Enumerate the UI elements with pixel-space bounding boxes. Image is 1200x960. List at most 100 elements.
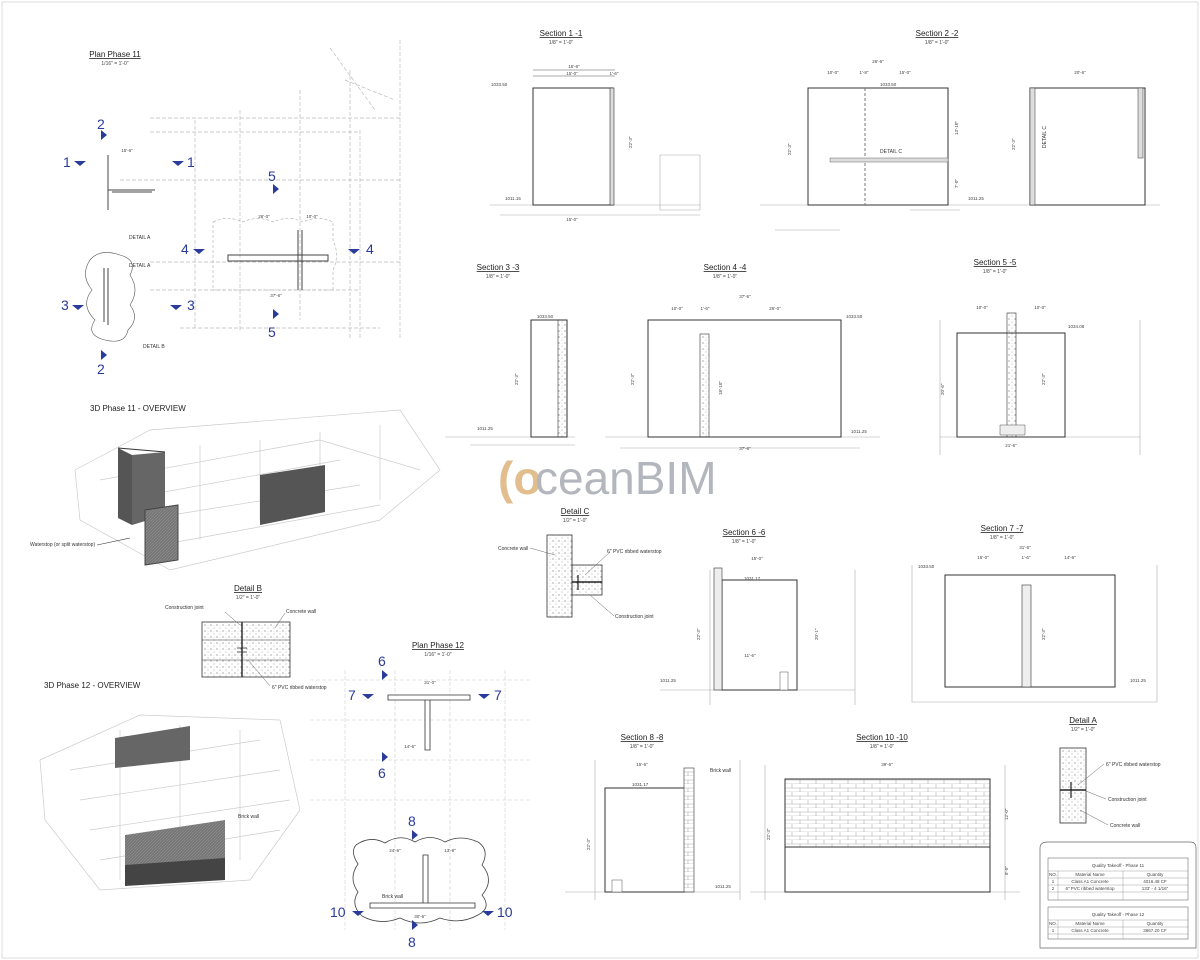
s5-dim: 10'-0" (1034, 305, 1046, 310)
s6-dim: 15'-0" (751, 556, 763, 561)
s7-dim: 14'-6" (1064, 555, 1076, 560)
s10-scale: 1/8" = 1'-0" (870, 744, 895, 750)
section-tag-7[interactable]: 7 (348, 687, 356, 703)
s2-detail-c: DETAIL C (880, 149, 902, 155)
plan12-dim: 14'-6" (404, 744, 416, 749)
section-10-10: Section 10 -10 1/8" = 1'-0" 39'-6" 22'-3… (750, 733, 1020, 900)
section-tag-10[interactable]: 10 (330, 904, 346, 920)
s4-scale: 1/8" = 1'-0" (713, 274, 738, 280)
s1-title: Section 1 -1 (540, 29, 583, 38)
detail-b: Detail B 1/2" = 1'-0" Construction joint… (165, 584, 327, 691)
plan11-dim: 15'-6" (121, 148, 133, 153)
section-tag-4[interactable]: 4 (366, 241, 374, 257)
s6-elev: 1011.25 (660, 678, 676, 683)
takeoff11-cell: 2 (1052, 886, 1055, 891)
section-tag-8[interactable]: 8 (408, 813, 416, 829)
section-tag-3[interactable]: 3 (187, 297, 195, 313)
s7-dim: 1'-6" (1022, 555, 1031, 560)
s2-dim: 22'-3" (787, 143, 792, 155)
takeoff-table-11: Quality Takeoff - Phase 11 NO. Material … (1047, 857, 1189, 901)
detailC-waterstop-callout: 6" PVC ribbed waterstop (607, 549, 662, 555)
s6-title: Section 6 -6 (723, 528, 766, 537)
plan11-section-tags: 1 1 2 2 3 3 4 4 5 5 (61, 116, 374, 377)
section-tag-7[interactable]: 7 (494, 687, 502, 703)
takeoff11-header: NO. (1049, 872, 1057, 877)
s5-dim: 20'-6" (940, 383, 945, 395)
section-tag-10[interactable]: 10 (497, 904, 513, 920)
section-tag-6[interactable]: 6 (378, 765, 386, 781)
plan12-dim: 30'-6" (414, 914, 426, 919)
section-tag-6[interactable]: 6 (378, 653, 386, 669)
section-tag-5[interactable]: 5 (268, 324, 276, 340)
plan11-title: Plan Phase 11 (89, 50, 141, 59)
detailA-scale: 1/2" = 1'-0" (1071, 727, 1096, 733)
takeoff12-header: Quantity (1147, 921, 1165, 926)
section-tag-4[interactable]: 4 (181, 241, 189, 257)
takeoff12-cell: Class A1 Concrete (1071, 928, 1109, 933)
takeoff11-cell: 133' - 4 1/16" (1142, 886, 1169, 891)
s5-dim: 10'-0" (976, 305, 988, 310)
detailB-joint-callout: Construction joint (165, 605, 204, 611)
s6-dim: 11'-6" (744, 653, 756, 658)
section-7-7: Section 7 -7 1/8" = 1'-0" 31'-6" 15'-0" … (911, 524, 1158, 703)
detailA-title: Detail A (1069, 716, 1097, 725)
detailC-wall-callout: Concrete wall (498, 546, 528, 552)
s2-elev: 1011.25 (968, 196, 984, 201)
section-3-3: Section 3 -3 1/8" = 1'-0" 1033.50 1011.2… (445, 263, 575, 446)
section-tag-8[interactable]: 8 (408, 934, 416, 950)
s4-dim: 26'-0" (769, 306, 781, 311)
takeoff12-header: Material Name (1075, 921, 1105, 926)
s7-dim: 15'-0" (977, 555, 989, 560)
s3-title: Section 3 -3 (477, 263, 520, 272)
s10-dim: 12'-0" (1004, 808, 1009, 820)
s2-title: Section 2 -2 (916, 29, 959, 38)
section-6-6: Section 6 -6 1/8" = 1'-0" 15'-0" 1031.17… (660, 528, 856, 705)
takeoff11-cell: Class A1 Concrete (1071, 879, 1109, 884)
s7-title: Section 7 -7 (981, 524, 1024, 533)
s5-elev: 1034.08 (1068, 324, 1085, 329)
s2-dim: 7'-0" (954, 179, 959, 188)
takeoff-panel: Quality Takeoff - Phase 11 NO. Material … (1039, 841, 1197, 949)
s2-detail-c-vertical: DETAIL C (1042, 126, 1048, 148)
s4-dim: 1'-6" (701, 306, 710, 311)
section-tag-2[interactable]: 2 (97, 116, 105, 132)
s4-dim: 22'-3" (630, 373, 635, 385)
s1-dim: 1'-6" (610, 71, 619, 76)
s4-dim: 37'-6" (739, 294, 751, 299)
s4-dim: 18'-10" (718, 381, 723, 395)
s1-elev: 1011.15 (505, 196, 521, 201)
section-tag-5[interactable]: 5 (268, 168, 276, 184)
s7-dim: 31'-6" (1019, 545, 1031, 550)
s7-scale: 1/8" = 1'-0" (990, 535, 1015, 541)
s8-dim: 15'-6" (636, 762, 648, 767)
s1-scale: 1/8" = 1'-0" (549, 40, 574, 46)
s8-elev: 1031.17 (632, 782, 649, 787)
section-5-5: Section 5 -5 1/8" = 1'-0" 10'-0" 10'-0" … (939, 258, 1141, 455)
section-tag-1[interactable]: 1 (63, 154, 71, 170)
section-tag-3[interactable]: 3 (61, 297, 69, 313)
s2-dim: 15'-0" (899, 70, 911, 75)
takeoff-table-12: Quality Takeoff - Phase 12 NO. Material … (1047, 906, 1189, 940)
s10-dim: 22'-3" (766, 828, 771, 840)
overview-phase-12: 3D Phase 12 - OVERVIEW Brick wall (39, 681, 301, 891)
s8-brick-callout: Brick wall (710, 768, 731, 774)
watermark-part2: ceanBIM (535, 452, 717, 504)
s1-dim: 15'-0" (566, 71, 578, 76)
section-tag-1[interactable]: 1 (187, 154, 195, 170)
s2-dim: 20'-6" (1074, 70, 1086, 75)
s2-dim: 1'-8" (860, 70, 869, 75)
s10-dim: 39'-6" (881, 762, 893, 767)
s2-elev: 1033.50 (880, 82, 897, 87)
brick-wall-callout-3d: Brick wall (238, 814, 259, 820)
section-tag-2[interactable]: 2 (97, 361, 105, 377)
detailB-wall-callout: Concrete wall (286, 609, 316, 615)
plan12-title: Plan Phase 12 (412, 641, 465, 650)
s5-dim: 21'-6" (1005, 443, 1017, 448)
takeoff12-header: NO. (1049, 921, 1057, 926)
detailC-title: Detail C (561, 507, 590, 516)
s10-title: Section 10 -10 (856, 733, 908, 742)
s2-dim: 10'-0" (827, 70, 839, 75)
plan-phase-11: Plan Phase 11 1/16" = 1'-0" 15'-6" 26'-0… (61, 40, 401, 377)
s6-elev: 1031.17 (744, 576, 761, 581)
